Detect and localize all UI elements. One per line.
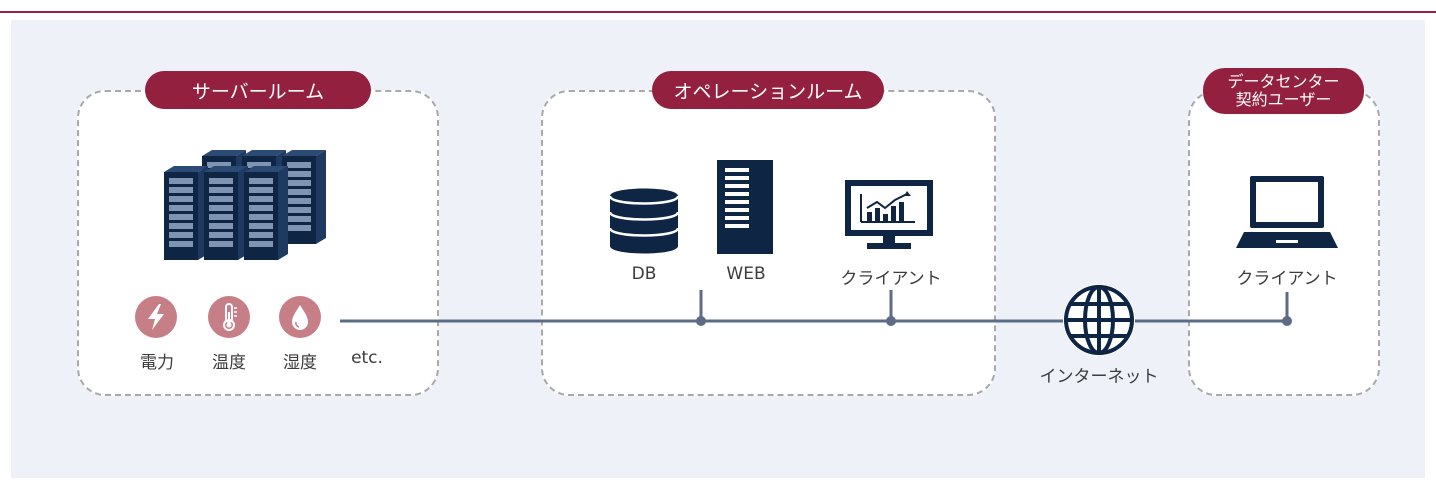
user-zone-title-line1: データセンター [1227, 72, 1340, 91]
web-server-icon [717, 160, 773, 254]
thermometer-icon [223, 303, 237, 331]
user-junction [1282, 316, 1292, 326]
web-junction [696, 316, 706, 326]
lightning-icon [148, 304, 164, 330]
laptop-icon [1236, 176, 1338, 248]
etc-label: etc. [351, 348, 383, 368]
internet-label: インターネット [1039, 367, 1159, 387]
monitor-chart-icon [845, 180, 933, 249]
user-zone-title: データセンター 契約ユーザー [1203, 68, 1364, 114]
server-room-title: サーバールーム [145, 71, 371, 109]
db-label: DB [631, 264, 657, 284]
user-client-label: クライアント [1236, 269, 1338, 289]
client-junction [886, 316, 896, 326]
water-drop-icon [292, 305, 308, 330]
globe-icon [1063, 284, 1135, 356]
operation-room-title: オペレーションルーム [652, 71, 884, 109]
database-icon [608, 188, 680, 254]
power-sensor [135, 296, 177, 338]
humidity-label: 湿度 [283, 353, 317, 373]
temperature-label: 温度 [212, 353, 246, 373]
server-rack-icon [164, 150, 326, 260]
power-label: 電力 [140, 353, 174, 373]
web-label: WEB [726, 264, 766, 284]
temperature-sensor [208, 296, 250, 338]
humidity-sensor [279, 296, 321, 338]
operation-client-label: クライアント [840, 269, 942, 289]
top-divider [0, 11, 1436, 13]
user-zone-title-line2: 契約ユーザー [1235, 90, 1332, 109]
